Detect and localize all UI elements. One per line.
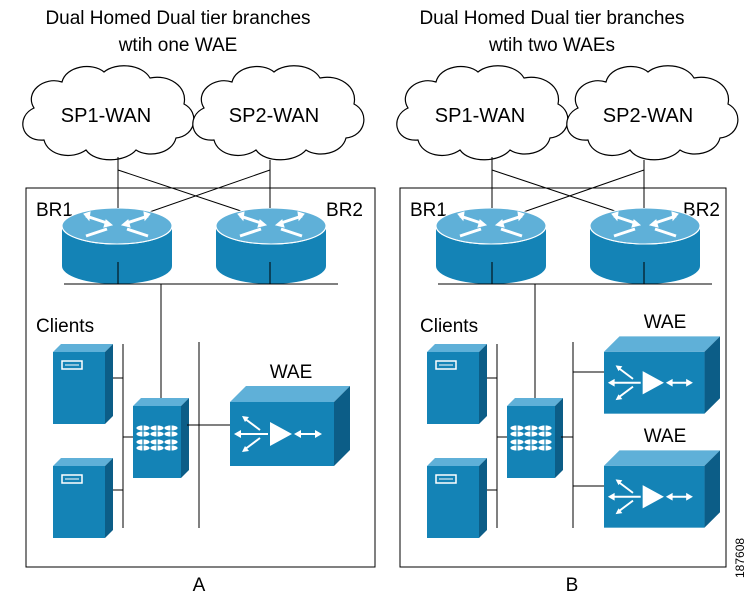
server-icon: [427, 458, 487, 538]
wan-link: [491, 169, 631, 217]
router-icon: [436, 208, 546, 286]
panel-b-caption: B: [566, 575, 579, 596]
switch-icon: [133, 398, 189, 478]
server-icon: [53, 344, 113, 424]
figure-id: 187608: [733, 538, 747, 578]
cloud-icon: [22, 65, 195, 161]
cloud-icon: [396, 65, 569, 161]
panel-a-title-line1: Dual Homed Dual tier branches: [45, 8, 310, 29]
wae-icon: [604, 336, 720, 414]
cloud-icon: [566, 65, 739, 161]
panel-b-cloud-left-label: SP1-WAN: [435, 105, 525, 127]
panel-a-cloud-left-label: SP1-WAN: [61, 105, 151, 127]
router-icon: [216, 208, 326, 286]
panel-a-router-right-label: BR2: [326, 200, 363, 221]
wan-link: [511, 169, 645, 217]
wae-icon: [604, 450, 720, 528]
panel-a-caption: A: [193, 575, 206, 596]
switch-icon: [507, 398, 563, 478]
wan-link: [117, 169, 257, 217]
branch-frame: [399, 187, 727, 568]
panel-a-cloud-right-label: SP2-WAN: [229, 105, 319, 127]
router-icon: [590, 208, 700, 286]
panel-b-title-line1: Dual Homed Dual tier branches: [419, 8, 684, 29]
wae-icon: [230, 386, 350, 466]
panel-a: Dual Homed Dual tier branches wtih one W…: [22, 8, 376, 596]
router-icon: [62, 208, 172, 286]
panel-b-wae-label-2: WAE: [644, 426, 687, 447]
panel-a-router-left-label: BR1: [36, 200, 73, 221]
panel-b-router-right-label: BR2: [683, 200, 720, 221]
panel-a-clients-label: Clients: [36, 316, 94, 337]
panel-b-cloud-right-label: SP2-WAN: [603, 105, 693, 127]
panel-a-wae-label: WAE: [270, 362, 313, 383]
panel-a-title-line2: wtih one WAE: [118, 35, 238, 56]
server-icon: [427, 344, 487, 424]
branch-frame: [25, 187, 376, 568]
panel-b-router-left-label: BR1: [410, 200, 447, 221]
cloud-icon: [192, 65, 365, 161]
server-icon: [53, 458, 113, 538]
panel-b-clients-label: Clients: [420, 316, 478, 337]
wan-link: [137, 169, 271, 217]
panel-b-wae-label-1: WAE: [644, 312, 687, 333]
panel-b-title-line2: wtih two WAEs: [488, 35, 615, 56]
panel-b: Dual Homed Dual tier branches wtih two W…: [396, 8, 739, 596]
